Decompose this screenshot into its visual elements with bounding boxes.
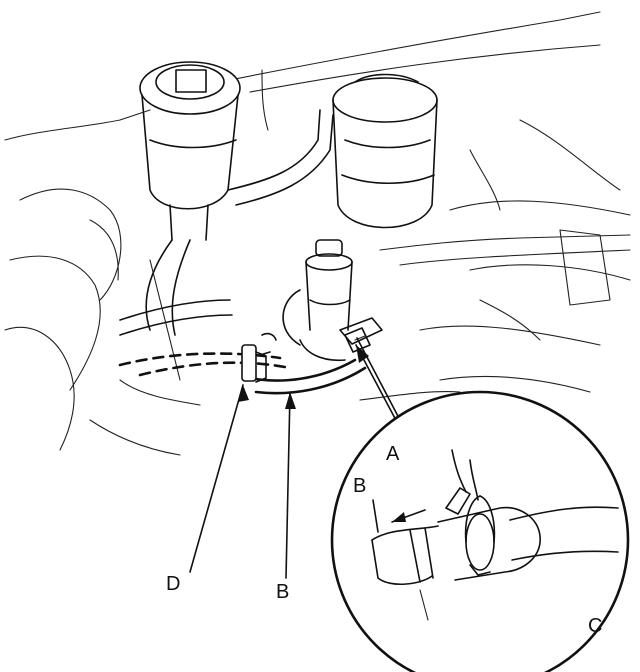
- pipe-assembly: [282, 239, 383, 346]
- callout-label-b-detail: B: [353, 475, 367, 497]
- clamp-d: [241, 344, 267, 383]
- callout-label-d: D: [166, 573, 181, 595]
- callout-label-b: B: [276, 581, 290, 603]
- filter-canister: [332, 73, 438, 229]
- hose-routing-dashed: [118, 352, 292, 377]
- clamp-c-location: [344, 327, 371, 353]
- reservoir: [139, 61, 241, 241]
- engine-bay-background: [4, 11, 631, 456]
- callout-label-c: C: [588, 615, 603, 637]
- reservoir-hoses: [119, 109, 334, 336]
- hose-b: [248, 332, 367, 395]
- detail-view: [330, 390, 630, 672]
- callout-label-a: A: [386, 443, 400, 465]
